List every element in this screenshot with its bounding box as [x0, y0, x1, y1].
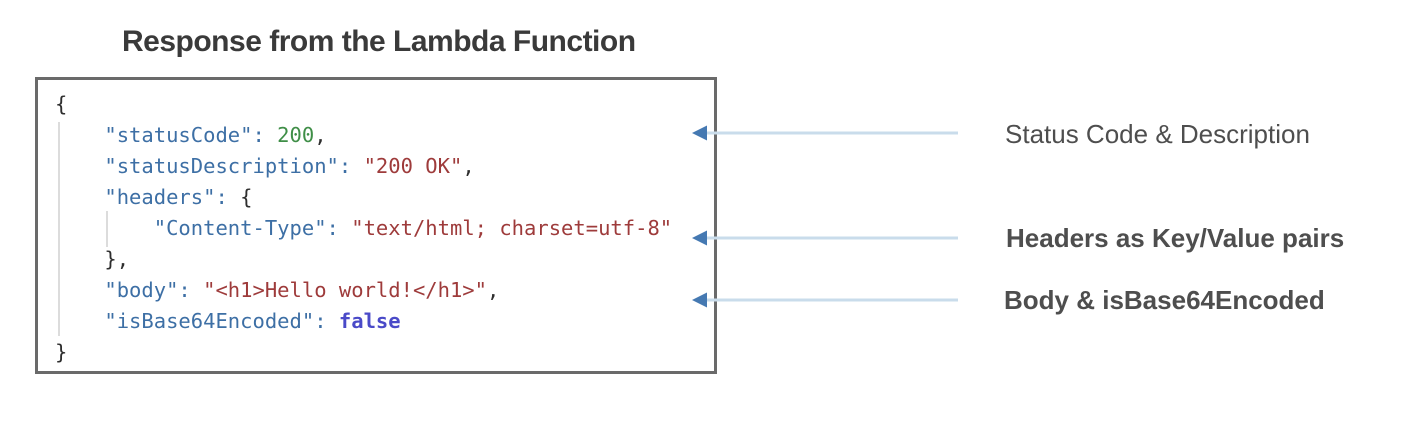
code-line: "Content-Type": "text/html; charset=utf-… — [153, 216, 673, 240]
code-block: { "statusCode": 200, "statusDescription"… — [55, 89, 672, 368]
code-line: "statusCode": 200, — [104, 123, 327, 147]
arrow-head-icon — [692, 292, 707, 308]
code-line: "headers": { — [104, 185, 253, 209]
annotation-label-body: Body & isBase64Encoded — [1004, 285, 1325, 315]
code-line: "statusDescription": "200 OK", — [104, 154, 475, 178]
code-line: "isBase64Encoded": false — [104, 309, 401, 333]
code-line: { — [55, 92, 68, 116]
annotation-label-headers: Headers as Key/Value pairs — [1006, 223, 1345, 253]
indent-guide — [58, 122, 60, 336]
annotation-label-status-code: Status Code & Description — [1005, 119, 1310, 149]
annotation-arrow — [692, 230, 958, 246]
indent-guide — [106, 211, 108, 247]
arrow-head-icon — [692, 230, 707, 246]
code-line: "body": "<h1>Hello world!</h1>", — [104, 278, 500, 302]
code-box: { "statusCode": 200, "statusDescription"… — [35, 77, 717, 374]
code-line: }, — [55, 247, 130, 271]
arrow-head-icon — [692, 125, 707, 141]
diagram-title: Response from the Lambda Function — [122, 25, 636, 58]
annotation-arrow — [692, 125, 958, 141]
annotation-arrow — [692, 292, 958, 308]
code-line: } — [55, 340, 68, 364]
